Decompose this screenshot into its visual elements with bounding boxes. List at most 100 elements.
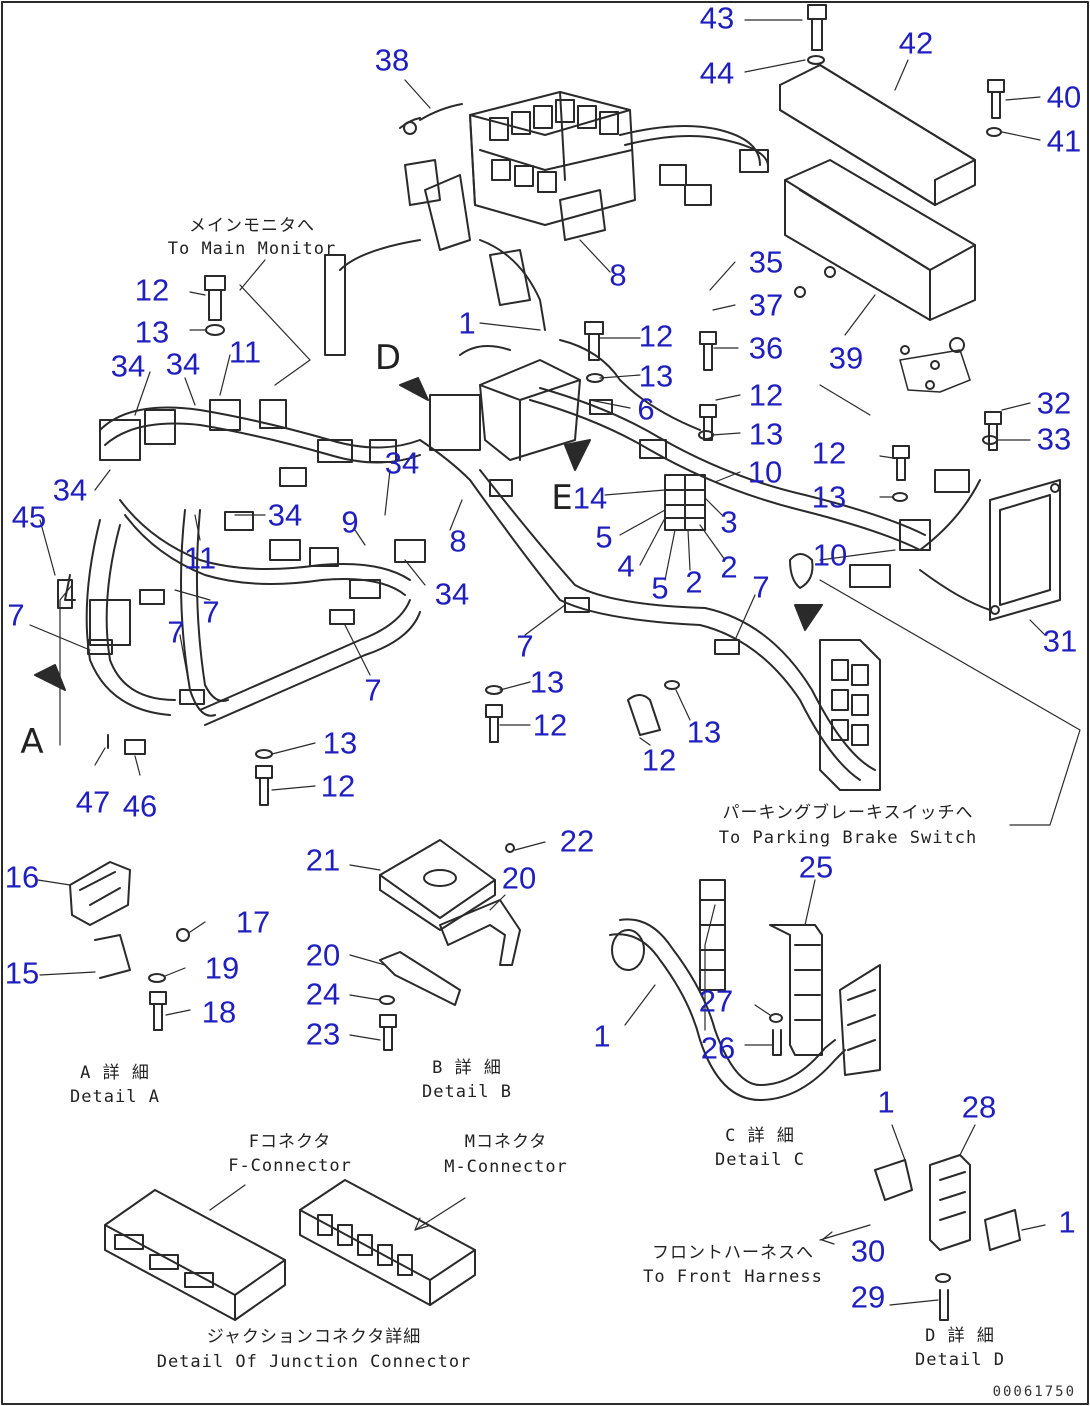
m-connector-drawing: [299, 1179, 476, 1306]
part-number-8-upper: 8: [609, 257, 627, 293]
part-number-17: 17: [235, 904, 271, 940]
part-number-12-center: 12: [638, 318, 674, 354]
relay-block: [429, 345, 706, 531]
part-number-7-e: 7: [516, 628, 534, 664]
part-number-12-bottom-left: 12: [320, 768, 356, 804]
relay-box-assembly: [399, 91, 770, 331]
caption-detail-d-jp: D 詳 細: [925, 1325, 995, 1346]
view-letter-d: D: [374, 338, 402, 378]
part-number-16: 16: [4, 859, 40, 895]
part-number-34-a: 34: [110, 348, 146, 384]
part-number-41: 41: [1046, 123, 1082, 159]
detail-c-drawing: [609, 879, 881, 1101]
leader-lines: [29, 19, 1081, 826]
part-number-32: 32: [1036, 385, 1072, 421]
part-number-7-d: 7: [364, 672, 382, 708]
part-number-13-center: 13: [638, 358, 674, 394]
caption-f-connector-en: F-Connector: [228, 1155, 352, 1176]
part-number-42: 42: [898, 25, 934, 61]
part-number-12-bottom-right: 12: [641, 742, 677, 778]
part-number-27: 27: [698, 983, 734, 1019]
part-number-11-lower: 11: [183, 540, 217, 576]
part-number-38: 38: [374, 42, 410, 78]
part-number-44: 44: [699, 55, 735, 91]
part-number-9: 9: [341, 504, 359, 540]
part-number-7-a: 7: [7, 597, 25, 633]
part-number-30: 30: [850, 1233, 886, 1269]
view-letter-a: A: [20, 722, 44, 762]
part-number-34-e: 34: [384, 445, 420, 481]
part-number-46: 46: [122, 788, 158, 824]
controller-bracket: [789, 469, 1061, 621]
fuse-box-case: [784, 159, 976, 353]
caption-junction-jp: ジャクションコネクタ詳細: [206, 1326, 422, 1347]
fuse-box-cover: [779, 64, 976, 206]
part-number-7-f: 7: [752, 569, 770, 605]
caption-front-harness-jp: フロントハーネスへ: [652, 1242, 814, 1263]
part-number-22: 22: [559, 823, 595, 859]
part-number-1-main: 1: [458, 305, 476, 341]
caption-detail-a-en: Detail A: [70, 1086, 160, 1107]
caption-junction-en: Detail Of Junction Connector: [156, 1351, 472, 1372]
part-number-13-bottom-right: 13: [686, 714, 722, 750]
part-number-20-upper: 20: [501, 860, 537, 896]
caption-m-connector-en: M-Connector: [444, 1156, 568, 1177]
part-number-12-right: 12: [748, 377, 784, 413]
caption-detail-b-jp: B 詳 細: [432, 1057, 502, 1078]
part-number-7-b: 7: [202, 594, 220, 630]
view-arrows: [34, 377, 823, 691]
part-number-1-detail-c: 1: [593, 1018, 611, 1054]
part-number-13-bottom-center: 13: [529, 664, 565, 700]
detail-d-drawing: [819, 1124, 1046, 1321]
part-number-13-right: 13: [748, 416, 784, 452]
part-number-13-far-right: 13: [811, 479, 847, 515]
part-number-12-left-top: 12: [134, 272, 170, 308]
part-number-29: 29: [850, 1279, 886, 1315]
part-number-12-far-right: 12: [811, 435, 847, 471]
caption-detail-b-en: Detail B: [422, 1081, 512, 1102]
part-number-1-detail-d-top: 1: [877, 1084, 895, 1120]
caption-m-connector-jp: Mコネクタ: [464, 1131, 548, 1152]
f-connector-drawing: [104, 1184, 286, 1321]
part-number-37: 37: [748, 287, 784, 323]
caption-front-harness-en: To Front Harness: [643, 1266, 823, 1287]
caption-main-monitor-jp: メインモニタへ: [189, 215, 315, 236]
left-connectors: [57, 254, 426, 646]
part-number-20-lower: 20: [305, 937, 341, 973]
caption-detail-c-jp: C 詳 細: [725, 1125, 795, 1146]
part-number-2-left: 2: [685, 564, 703, 600]
harness-clamps: [87, 399, 740, 705]
part-number-21: 21: [305, 842, 341, 878]
detail-a-drawing: [37, 861, 206, 1031]
part-number-33: 33: [1036, 421, 1072, 457]
part-number-13-bottom-left: 13: [322, 725, 358, 761]
part-number-40: 40: [1046, 79, 1082, 115]
part-number-11-upper: 11: [228, 334, 262, 370]
view-letter-e: E: [551, 478, 573, 518]
drawing-number: 00061750: [992, 1384, 1076, 1400]
part-number-5-upper: 5: [595, 519, 613, 555]
part-number-45: 45: [11, 499, 47, 535]
part-number-34-c: 34: [52, 472, 88, 508]
part-number-23: 23: [305, 1016, 341, 1052]
part-number-13-left-top: 13: [134, 314, 170, 350]
part-number-12-bottom-center: 12: [532, 707, 568, 743]
part-number-39: 39: [828, 340, 864, 376]
detail-b-drawing: [349, 839, 546, 1051]
part-number-8-lower: 8: [449, 523, 467, 559]
part-number-43: 43: [699, 0, 735, 36]
part-number-7-c: 7: [167, 614, 185, 650]
part-number-28: 28: [961, 1089, 997, 1125]
caption-parking-brake-jp: パーキングブレーキスイッチへ: [722, 802, 974, 823]
part-number-5-lower: 5: [651, 570, 669, 606]
part-number-31: 31: [1042, 623, 1078, 659]
part-number-4: 4: [617, 548, 635, 584]
caption-detail-c-en: Detail C: [715, 1149, 805, 1170]
part-number-25: 25: [798, 849, 834, 885]
part-number-24: 24: [305, 976, 341, 1012]
part-number-34-d: 34: [267, 497, 303, 533]
part-number-10-lower: 10: [812, 537, 848, 573]
terminal-block: [819, 345, 971, 791]
